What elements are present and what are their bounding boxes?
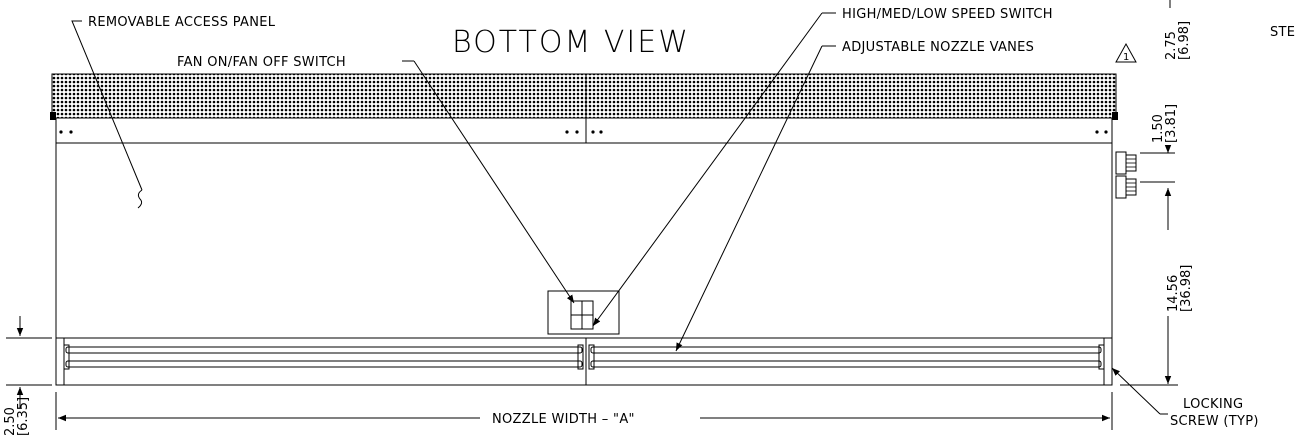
callout-speed-switch-text: HIGH/MED/LOW SPEED SWITCH <box>842 7 1053 22</box>
locking-screw-line2: SCREW (TYP) <box>1170 414 1259 429</box>
nozzle-vane-left <box>63 344 584 370</box>
nozzle-vane-right <box>588 344 1105 370</box>
dim-right-lower-inches: 14.56 <box>1166 275 1181 312</box>
dim-right-upper-inches: 1.50 <box>1151 114 1166 143</box>
dimension-left-bottom: 2.50 [6.35] <box>3 316 52 436</box>
callout-fan-switch-text: FAN ON/FAN OFF SWITCH <box>177 55 346 70</box>
revision-number: 1 <box>1123 52 1129 63</box>
callout-removable-access-panel-text: REMOVABLE ACCESS PANEL <box>88 15 276 30</box>
dim-right-upper-cm: [3.81] <box>1164 104 1179 143</box>
nozzle-width-label: NOZZLE WIDTH – "A" <box>492 412 635 427</box>
top-rail <box>55 117 1113 144</box>
nozzle-frame <box>55 337 1113 386</box>
revision-triangle <box>1115 42 1137 63</box>
dimension-top-right: 2.75 [6.98] <box>1164 0 1192 60</box>
removable-access-panel <box>55 142 1113 339</box>
electrical-connectors <box>1115 151 1137 199</box>
drawing-title: BOTTOM VIEW <box>452 25 690 60</box>
callout-speed-switch: HIGH/MED/LOW SPEED SWITCH <box>592 7 1053 327</box>
dim-left-bottom-inches: 2.50 <box>3 407 18 436</box>
dimension-right-lower: 14.56 [36.98] <box>1120 188 1194 386</box>
callout-locking-screw: LOCKING SCREW (TYP) <box>1111 367 1259 429</box>
callout-removable-access-panel: REMOVABLE ACCESS PANEL <box>71 15 276 209</box>
intake-grille <box>51 73 1117 119</box>
dim-top-right-inches: 2.75 <box>1164 31 1179 60</box>
dimension-right-upper: 1.50 [3.81] <box>1140 104 1179 183</box>
callout-nozzle-vanes: ADJUSTABLE NOZZLE VANES 1 <box>675 40 1137 352</box>
unit-body <box>50 73 1137 386</box>
switch-housing <box>547 290 620 335</box>
dim-top-right-cm: [6.98] <box>1177 21 1192 60</box>
partial-label-right: STE <box>1270 25 1295 40</box>
rail-fastener-dots <box>59 130 1108 134</box>
callout-fan-switch: FAN ON/FAN OFF SWITCH <box>177 55 575 304</box>
dim-left-bottom-cm: [6.35] <box>16 397 31 436</box>
locking-screw-line1: LOCKING <box>1183 397 1243 412</box>
dimension-nozzle-width: NOZZLE WIDTH – "A" <box>55 392 1113 430</box>
callout-nozzle-vanes-text: ADJUSTABLE NOZZLE VANES <box>842 40 1034 55</box>
dim-right-lower-cm: [36.98] <box>1179 265 1194 312</box>
